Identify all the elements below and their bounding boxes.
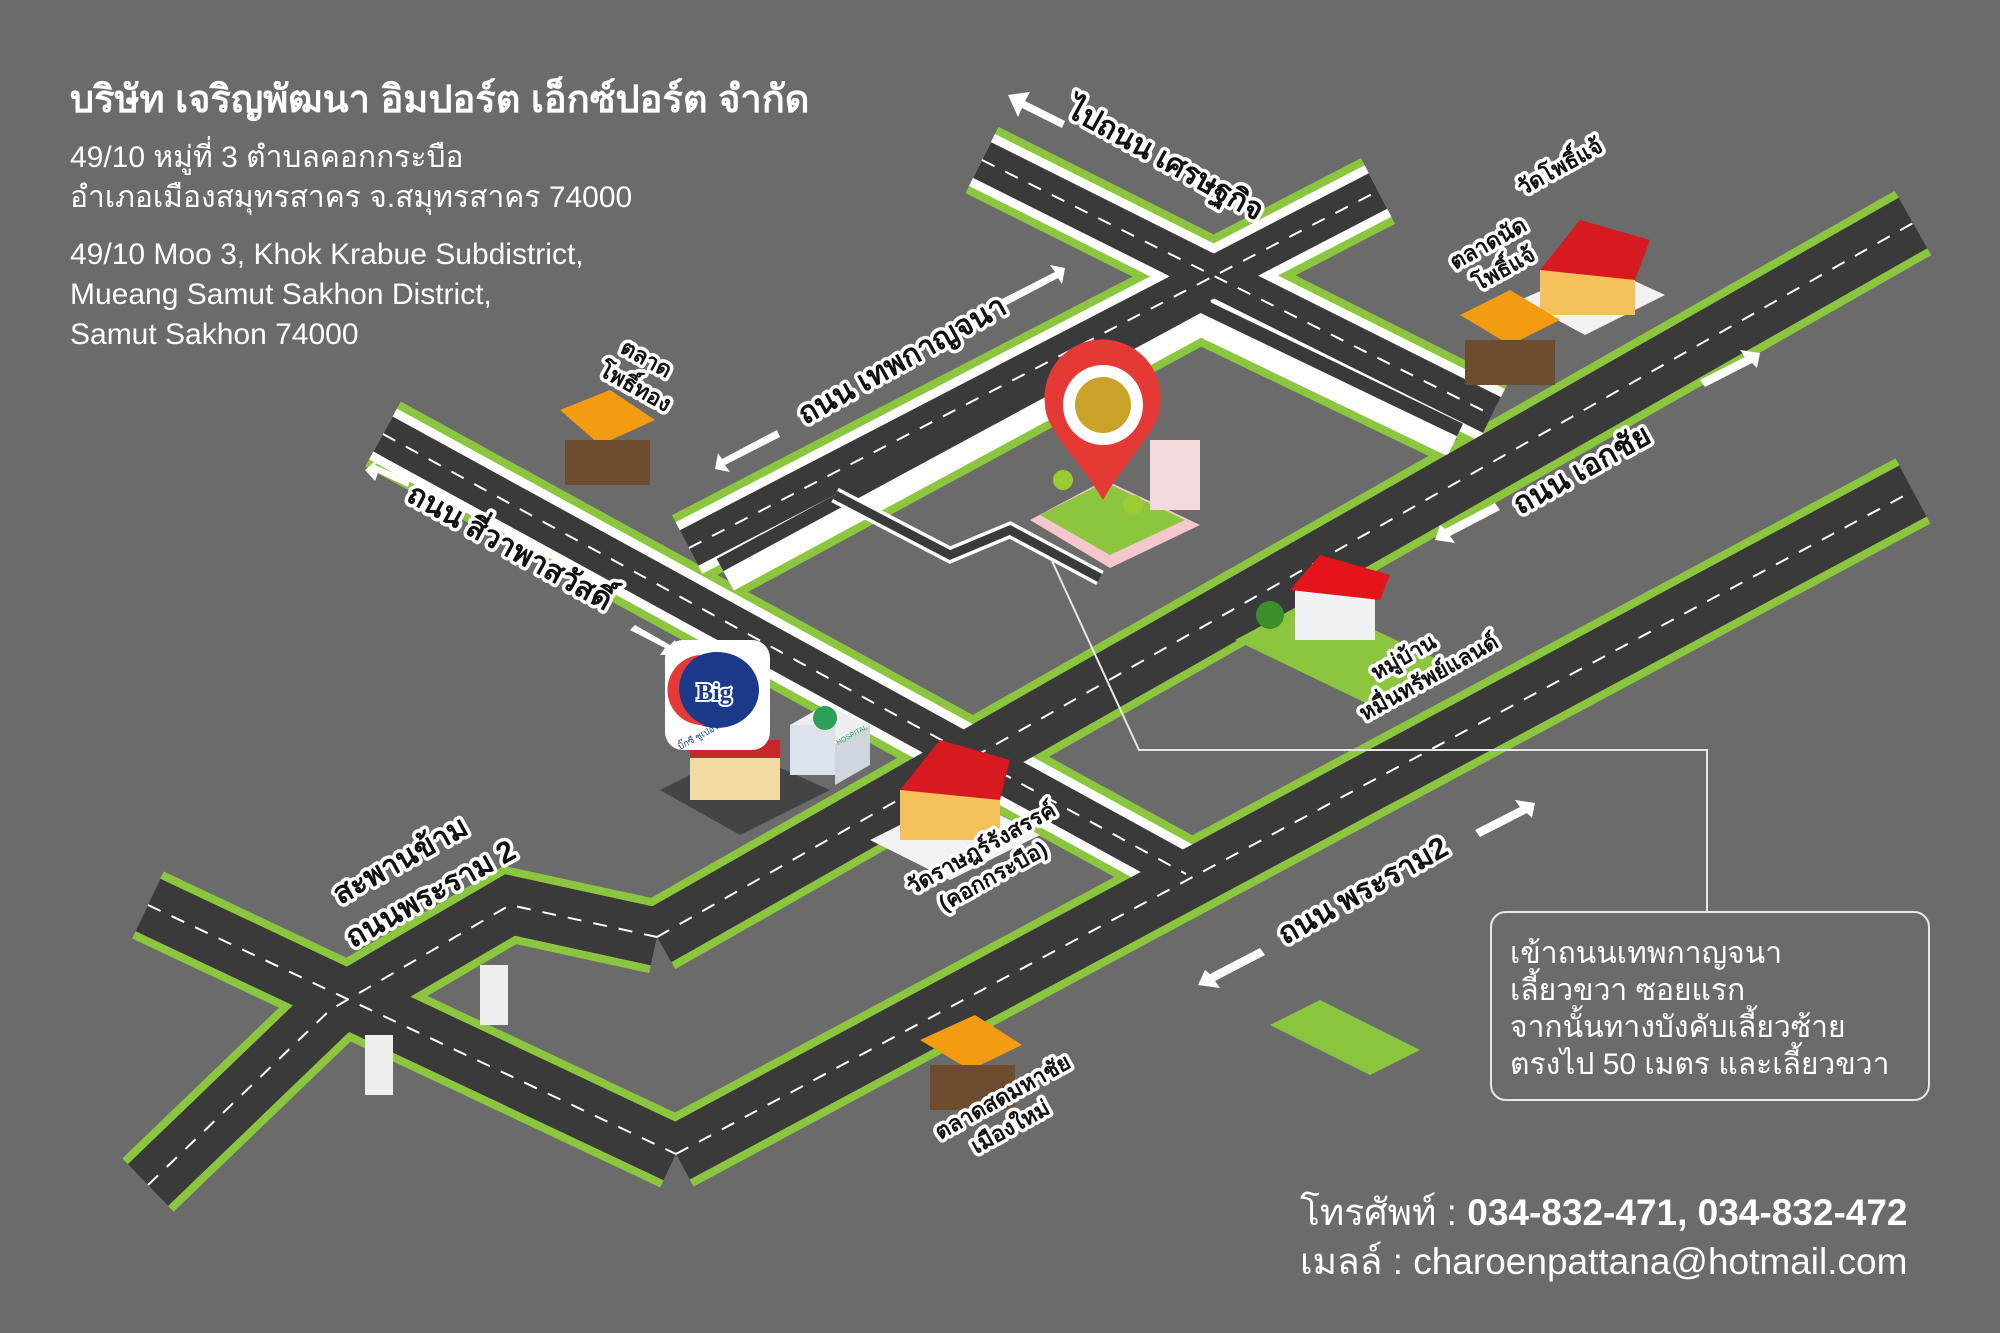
wat-pho-chae-temple	[1520, 220, 1665, 335]
email-label: เมลล์ :	[1300, 1241, 1414, 1282]
bigc-logo-text: Big	[697, 680, 732, 706]
arrow-icon	[365, 457, 410, 487]
destination-pin[interactable]	[1030, 339, 1200, 568]
email-address[interactable]: charoenpattana@hotmail.com	[1413, 1241, 1908, 1282]
arrow-icon	[630, 625, 680, 655]
arrow-icon	[1008, 92, 1065, 128]
bigc-store: Big บิ๊กซี ซูเปอร์เซ็นเตอร์	[660, 640, 830, 835]
bridge-pillar	[365, 1035, 393, 1095]
arrow-icon	[1198, 948, 1265, 988]
bigc-logo	[675, 652, 759, 728]
direction-step: จากนั้นทางบังคับเลี้ยวซ้าย	[1510, 1011, 1846, 1044]
address-en-line: Samut Sakhon 74000	[70, 318, 359, 351]
address-en: 49/10 Moo 3, Khok Krabue Subdistrict, Mu…	[70, 235, 584, 355]
address-th: 49/10 หมู่ที่ 3 ตำบลคอกกระบือ อำเภอเมือง…	[70, 138, 632, 218]
phone-number[interactable]: 034-832-471, 034-832-472	[1467, 1192, 1908, 1233]
market-stall-pho-chae	[1460, 290, 1560, 385]
direction-step: ตรงไป 50 เมตร และเลี้ยวขวา	[1510, 1048, 1890, 1081]
wat-rat-temple	[870, 740, 1040, 880]
arrow-icon	[1700, 350, 1760, 387]
road-network	[122, 126, 1932, 1212]
phone-label: โทรศัพท์ :	[1300, 1192, 1468, 1233]
direction-step: เข้าถนนเทพกาญจนา	[1510, 937, 1783, 970]
grass-block	[1270, 1000, 1420, 1075]
hospital: HOSPITAL	[790, 705, 870, 785]
company-name: บริษัท เจริญพัฒนา อิมปอร์ต เอ็กซ์ปอร์ต จ…	[70, 79, 810, 121]
phone-line: โทรศัพท์ : 034-832-471, 034-832-472	[1300, 1183, 1908, 1242]
email-line: เมลล์ : charoenpattana@hotmail.com	[1300, 1232, 1907, 1291]
label-wat-pho-chae: วัดโพธิ์แจ้	[1511, 130, 1607, 201]
arrow-icon	[1435, 503, 1500, 543]
market-stall-pho-thong	[560, 390, 655, 485]
market-stall-mahachai	[920, 1015, 1022, 1110]
address-th-line: อำเภอเมืองสมุทรสาคร จ.สมุทรสาคร 74000	[70, 181, 633, 214]
company-logo-icon	[1075, 377, 1131, 433]
arrow-icon	[715, 430, 780, 472]
address-en-line: Mueang Samut Sakhon District,	[70, 278, 492, 311]
callout-connector	[1051, 560, 1708, 911]
address-en-line: 49/10 Moo 3, Khok Krabue Subdistrict,	[70, 238, 584, 271]
arrow-icon	[1000, 265, 1065, 307]
hospital-cross-icon	[813, 706, 837, 730]
bridge-pillar	[480, 965, 508, 1025]
direction-step: เลี้ยวขวา ซอยแรก	[1510, 974, 1746, 1007]
village-house	[1235, 555, 1450, 705]
directions-callout: เข้าถนนเทพกาญจนา เลี้ยวขวา ซอยแรก จากนั้…	[1490, 911, 1930, 1101]
direction-arrows	[365, 92, 1760, 988]
address-th-line: 49/10 หมู่ที่ 3 ตำบลคอกกระบือ	[70, 141, 464, 174]
arrow-icon	[1475, 800, 1535, 837]
